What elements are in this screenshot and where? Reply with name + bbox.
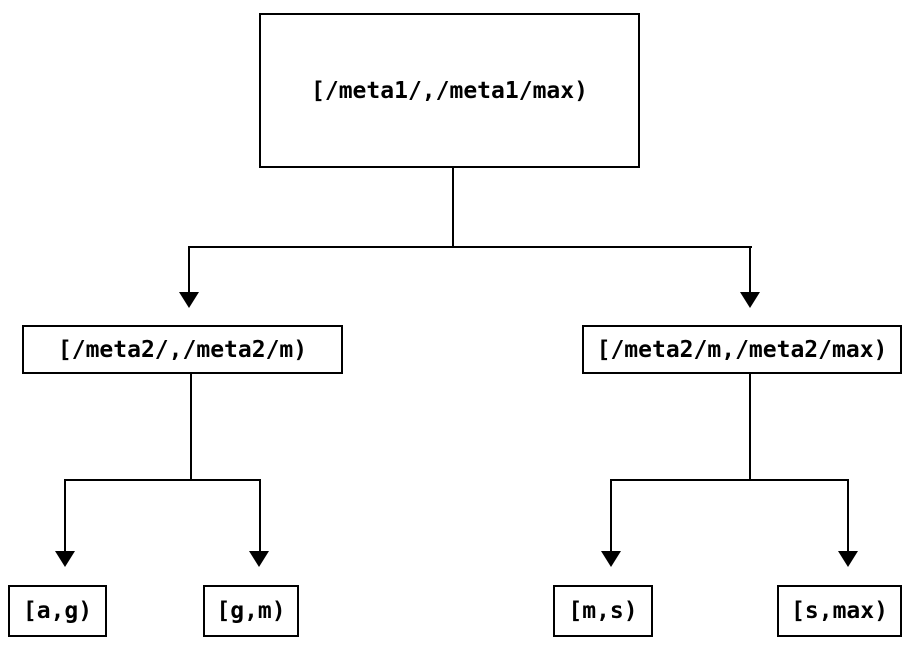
node-leaf-ms-label: [m,s) [568, 598, 638, 624]
edge-left-crossbar [64, 479, 261, 481]
node-leaf-gm: [g,m) [203, 585, 299, 637]
edge-right-crossbar [610, 479, 849, 481]
node-leaf-ag: [a,g) [8, 585, 107, 637]
node-level1-right-label: [/meta2/m,/meta2/max) [596, 336, 888, 363]
edge-right-to-leaf-smax-drop [847, 479, 849, 552]
edge-root-stem [452, 168, 454, 246]
node-level1-left-label: [/meta2/,/meta2/m) [57, 336, 308, 363]
node-root: [/meta1/,/meta1/max) [259, 13, 640, 168]
edge-root-to-right-drop [749, 246, 751, 293]
arrowhead-to-leaf-smax [838, 551, 858, 567]
arrowhead-to-leaf-ms [601, 551, 621, 567]
arrowhead-to-leaf-gm [249, 551, 269, 567]
node-leaf-smax-label: [s,max) [791, 598, 888, 624]
edge-right-to-leaf-ms-drop [610, 479, 612, 552]
node-leaf-smax: [s,max) [777, 585, 902, 637]
edge-left-stem [190, 374, 192, 481]
edge-root-to-left-drop [188, 246, 190, 293]
node-level1-left: [/meta2/,/meta2/m) [22, 325, 343, 374]
edge-level1-crossbar [188, 246, 752, 248]
node-leaf-gm-label: [g,m) [216, 598, 286, 624]
edge-left-to-leaf-gm-drop [259, 479, 261, 552]
arrowhead-to-level1-right [740, 292, 760, 308]
edge-left-to-leaf-ag-drop [64, 479, 66, 552]
node-root-label: [/meta1/,/meta1/max) [311, 77, 588, 104]
arrowhead-to-level1-left [179, 292, 199, 308]
arrowhead-to-leaf-ag [55, 551, 75, 567]
node-leaf-ag-label: [a,g) [22, 598, 93, 624]
node-leaf-ms: [m,s) [553, 585, 653, 637]
edge-right-stem [749, 374, 751, 481]
node-level1-right: [/meta2/m,/meta2/max) [582, 325, 902, 374]
